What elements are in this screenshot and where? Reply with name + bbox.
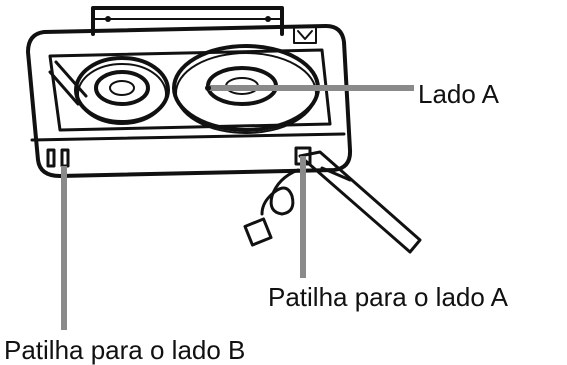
- broken-tab-piece: [243, 217, 273, 247]
- cassette-front-edge: [30, 132, 346, 142]
- label-patilha-lado-a: Patilha para o lado A: [268, 282, 508, 312]
- screwdriver-tool: [298, 150, 422, 254]
- tab-slot-b-1: [46, 148, 56, 168]
- left-reel: [74, 56, 170, 125]
- write-protect-mark: [293, 26, 317, 44]
- cassette-top-strip: [91, 6, 284, 36]
- tab-slot-b-2: [60, 148, 70, 168]
- label-lado-a: Lado A: [418, 79, 499, 109]
- tape-window: [48, 48, 332, 132]
- label-patilha-lado-b: Patilha para o lado B: [4, 335, 246, 365]
- cassette-body: [26, 24, 353, 178]
